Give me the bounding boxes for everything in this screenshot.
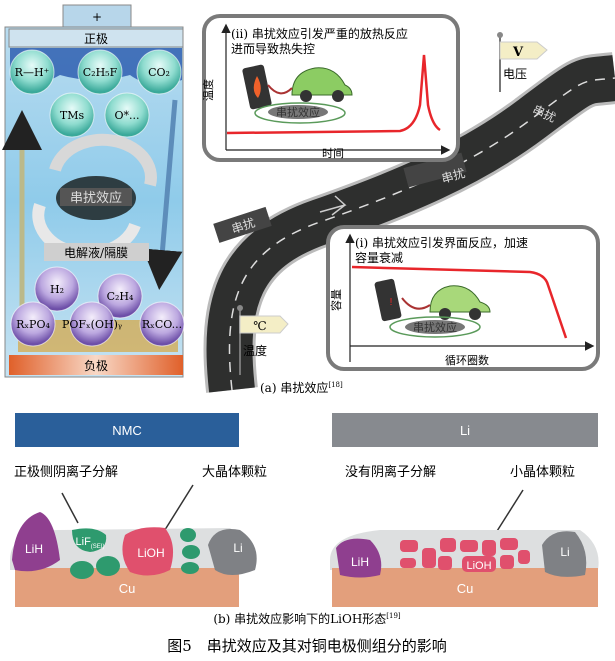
species-label: C₂H₄ xyxy=(107,290,134,303)
cu-substrate-label: Cu xyxy=(457,581,474,596)
temperature-curve xyxy=(226,54,441,135)
road: 串扰 串扰 串扰 xyxy=(203,52,615,393)
species-bubble xyxy=(104,92,150,138)
car-icon xyxy=(267,67,353,102)
crosstalk-center-label: 串扰效应 xyxy=(70,190,122,206)
li-particle: Li xyxy=(560,545,569,559)
lih-particle: LiH xyxy=(25,542,43,556)
road-label: 串扰 xyxy=(440,166,467,186)
species-bubbles: R—H⁺ C₂H₅F CO₂ TMs O*... H₂ C₂H₄ RₓPO₄ POFₓ(OH)ᵧ… xyxy=(9,49,185,347)
anion-decomposition-label: 正极侧阴离子分解 xyxy=(14,464,118,480)
no-anion-decomposition-label: 没有阴离子分解 xyxy=(345,464,436,480)
positive-terminal: + xyxy=(92,10,102,24)
species-bubble xyxy=(49,92,95,138)
temperature-flag: ℃ 温度 xyxy=(237,305,289,375)
species-label: POFₓ(OH)ᵧ xyxy=(62,318,122,331)
species-bubble xyxy=(69,301,115,347)
temperature-label: 温度 xyxy=(243,343,267,358)
capacity-curve xyxy=(351,265,568,339)
svg-text:!: ! xyxy=(390,297,393,308)
species-bubble xyxy=(34,266,80,312)
cathode-label: 正极 xyxy=(84,32,108,46)
battery-low-icon: ! xyxy=(374,278,402,322)
cycle-arrow-icon xyxy=(49,133,157,187)
species-label: R—H⁺ xyxy=(15,66,50,79)
lioh-particle: LiOH xyxy=(466,560,491,572)
small-lioh-particles xyxy=(400,538,530,572)
species-label: RₓPO₄ xyxy=(16,318,50,331)
box-ii-title: (ii) 串扰效应引发严重的放热反应 xyxy=(231,26,408,41)
species-label: O*... xyxy=(114,109,139,122)
species-label: C₂H₅F xyxy=(83,66,118,79)
downward-arrow xyxy=(142,99,183,290)
box-ii-title-2: 进而导致热失控 xyxy=(231,41,315,56)
lih-particle: LiH xyxy=(351,555,369,569)
species-label: CO₂ xyxy=(148,66,170,79)
capacity-axis-label: 容量 xyxy=(329,289,343,311)
species-label: H₂ xyxy=(50,283,64,296)
nmc-panel: NMC 正极侧阴离子分解 大晶体颗粒 Cu LiH LiF(SEI) LiOH … xyxy=(10,413,267,607)
species-bubble xyxy=(136,49,182,95)
nmc-bar-label: NMC xyxy=(112,423,142,438)
box-i-title-2: 容量衰减 xyxy=(355,250,403,265)
li-bar-label: Li xyxy=(460,423,470,438)
lif-particle: LiF(SEI) xyxy=(76,536,105,550)
battery-fire-icon xyxy=(242,64,272,110)
crosstalk-badge: 串扰效应 xyxy=(413,320,457,334)
figure-caption: 图5 串扰效应及其对铜电极侧组分的影响 xyxy=(167,637,447,655)
species-bubble xyxy=(10,301,56,347)
species-bubble xyxy=(139,301,185,347)
species-label: RₓCO... xyxy=(142,318,182,331)
crosstalk-badge-bg xyxy=(268,105,328,119)
voltage-symbol: V xyxy=(512,45,524,60)
li-particle: Li xyxy=(233,541,242,555)
cu-substrate-label: Cu xyxy=(119,581,136,596)
caption-a: (a) 串扰效应[18] xyxy=(260,380,343,395)
species-label: TMs xyxy=(60,109,85,122)
crosstalk-badge: 串扰效应 xyxy=(276,105,320,119)
species-bubble xyxy=(9,49,55,95)
voltage-flag: V 电压 xyxy=(497,32,548,92)
electrolyte-separator-label: 电解液/隔膜 xyxy=(64,245,128,260)
caption-b: (b) 串扰效应影响下的LiOH形态[19] xyxy=(213,611,401,626)
lioh-particle: LiOH xyxy=(137,546,164,560)
large-crystal-label: 大晶体颗粒 xyxy=(202,465,267,480)
temperature-axis-label: 温度 xyxy=(201,79,215,101)
voltage-label: 电压 xyxy=(503,67,527,81)
capacity-fade-box: (i) 串扰效应引发界面反应，加速 容量衰减 容量 循环圈数 ! 串扰效应 xyxy=(326,225,600,371)
box-i-title: (i) 串扰效应引发界面反应，加速 xyxy=(355,235,528,250)
celsius-symbol: ℃ xyxy=(253,319,266,333)
road-arrow xyxy=(319,195,347,216)
thermal-runaway-box: (ii) 串扰效应引发严重的放热反应 进而导致热失控 温度 时间 串扰效应 xyxy=(201,14,460,162)
li-panel: Li 没有阴离子分解 小晶体颗粒 Cu LiH LiOH Li xyxy=(330,413,599,607)
species-bubble xyxy=(97,273,143,319)
cycle-axis-label: 循环圈数 xyxy=(445,354,489,367)
time-axis-label: 时间 xyxy=(322,147,344,160)
anode-label: 负极 xyxy=(84,359,108,373)
species-bubble xyxy=(77,49,123,95)
small-crystal-label: 小晶体颗粒 xyxy=(510,465,575,480)
